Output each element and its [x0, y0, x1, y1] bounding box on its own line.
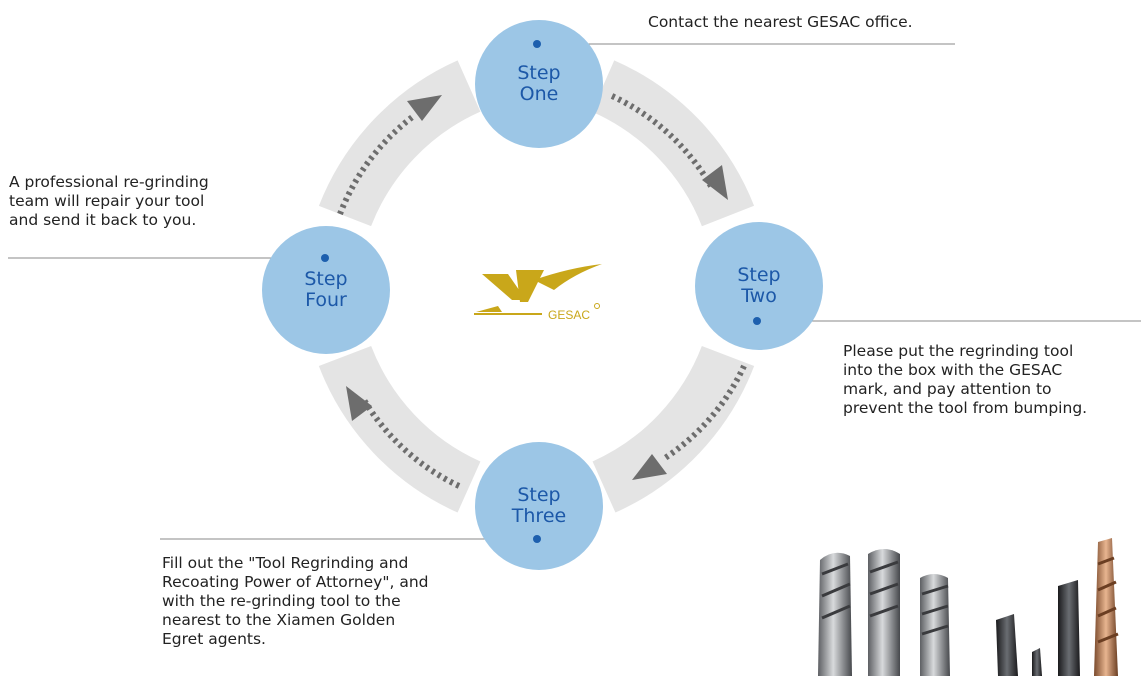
step-three-description: Fill out the "Tool Regrinding and Recoat…: [162, 554, 429, 649]
step-three-label-line2: Three: [511, 505, 567, 527]
arrow-head-four-one: [407, 95, 442, 121]
step-two-label-line2: Two: [741, 285, 777, 307]
step-three-label-line1: Step: [517, 484, 561, 506]
step-two-label-line1: Step: [737, 264, 781, 286]
step-four-description: A professional re-grinding team will rep…: [9, 173, 209, 230]
arrow-head-two-three: [632, 454, 667, 480]
step-one-label-line2: One: [519, 83, 559, 105]
step-two-description-line: prevent the tool from bumping.: [843, 399, 1088, 417]
gesac-logo-icon: GESAC: [474, 264, 602, 322]
step-three-description-line: nearest to the Xiamen Golden: [162, 611, 396, 629]
ring-arc-one-two: [591, 60, 755, 227]
step-four-label-line1: Step: [304, 268, 348, 290]
step-two-description-line: mark, and pay attention to: [843, 380, 1052, 398]
arrow-head-three-four: [346, 386, 372, 421]
step-three-description-line: Fill out the "Tool Regrinding and: [162, 554, 409, 572]
step-one-circle[interactable]: Step One: [475, 20, 603, 148]
end-mill-tools-icon: [818, 538, 1119, 676]
step-one-description: Contact the nearest GESAC office.: [648, 13, 913, 32]
step-three-description-line: Egret agents.: [162, 630, 266, 648]
ring-arc-three-four: [318, 345, 481, 513]
gesac-logo: GESAC: [468, 262, 608, 324]
dotted-arrow-three-four: [361, 398, 461, 489]
step-three-circle[interactable]: Step Three: [475, 442, 603, 570]
step-four-description-line: A professional re-grinding: [9, 173, 209, 191]
gesac-logo-text: GESAC: [548, 308, 590, 322]
step-one-description-text: Contact the nearest GESAC office.: [648, 13, 913, 31]
step-three-description-line: Recoating Power of Attorney", and: [162, 573, 429, 591]
arrow-head-one-two: [702, 165, 728, 200]
step-four-description-line: team will repair your tool: [9, 192, 205, 210]
cycle-ring: [318, 60, 755, 513]
step-two-description-line: Please put the regrinding tool: [843, 342, 1074, 360]
cutting-tools-image: [812, 534, 1141, 676]
step-three-description-line: with the re-grinding tool to the: [162, 592, 401, 610]
step-four-circle[interactable]: Step Four: [262, 226, 390, 354]
step-two-circle[interactable]: Step Two: [695, 222, 823, 350]
step-four-label-line2: Four: [305, 289, 347, 311]
dotted-arrow-one-two: [610, 93, 715, 190]
step-four-description-line: and send it back to you.: [9, 211, 197, 229]
step-two-description: Please put the regrinding tool into the …: [843, 342, 1087, 418]
step-two-description-line: into the box with the GESAC: [843, 361, 1063, 379]
ring-arc-four-one: [318, 60, 481, 227]
dotted-arrow-four-one: [337, 112, 417, 216]
ring-arc-two-three: [592, 345, 755, 513]
step-one-label-line1: Step: [517, 62, 561, 84]
